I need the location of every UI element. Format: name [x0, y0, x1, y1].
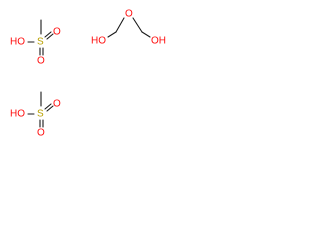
- bond-s-o-top-2: [46, 33, 54, 40]
- oxybismethanol: O HO OH: [91, 9, 166, 47]
- bond-ch2-oh-left: [107, 31, 117, 38]
- bond-s-o-top: [44, 31, 52, 38]
- sulfur-label: S: [37, 109, 44, 120]
- bond-s-o-top: [44, 103, 52, 110]
- bond-s-o-top-2: [46, 105, 54, 112]
- oxygen-bottom-label: O: [37, 56, 45, 67]
- ether-oxygen-label: O: [125, 9, 133, 20]
- structure-canvas: HO S O O HO S O O O HO OH: [0, 0, 190, 150]
- oxygen-top-label: O: [53, 99, 61, 110]
- oxygen-top-label: O: [53, 27, 61, 38]
- bond-ch2-oh-right: [141, 31, 151, 38]
- chemical-structures: HO S O O HO S O O O HO OH: [10, 9, 166, 139]
- methanesulfonic-acid-1: HO S O O: [10, 19, 61, 67]
- hydroxyl-right-label: OH: [151, 36, 166, 47]
- hydroxyl-label: HO: [10, 37, 25, 48]
- methanesulfonic-acid-2: HO S O O: [10, 91, 61, 139]
- hydroxyl-label: HO: [10, 109, 25, 120]
- bond-o-ch2-left: [115, 17, 125, 33]
- sulfur-label: S: [37, 37, 44, 48]
- bond-o-ch2-right: [132, 17, 143, 33]
- hydroxyl-left-label: HO: [91, 36, 106, 47]
- oxygen-bottom-label: O: [37, 128, 45, 139]
